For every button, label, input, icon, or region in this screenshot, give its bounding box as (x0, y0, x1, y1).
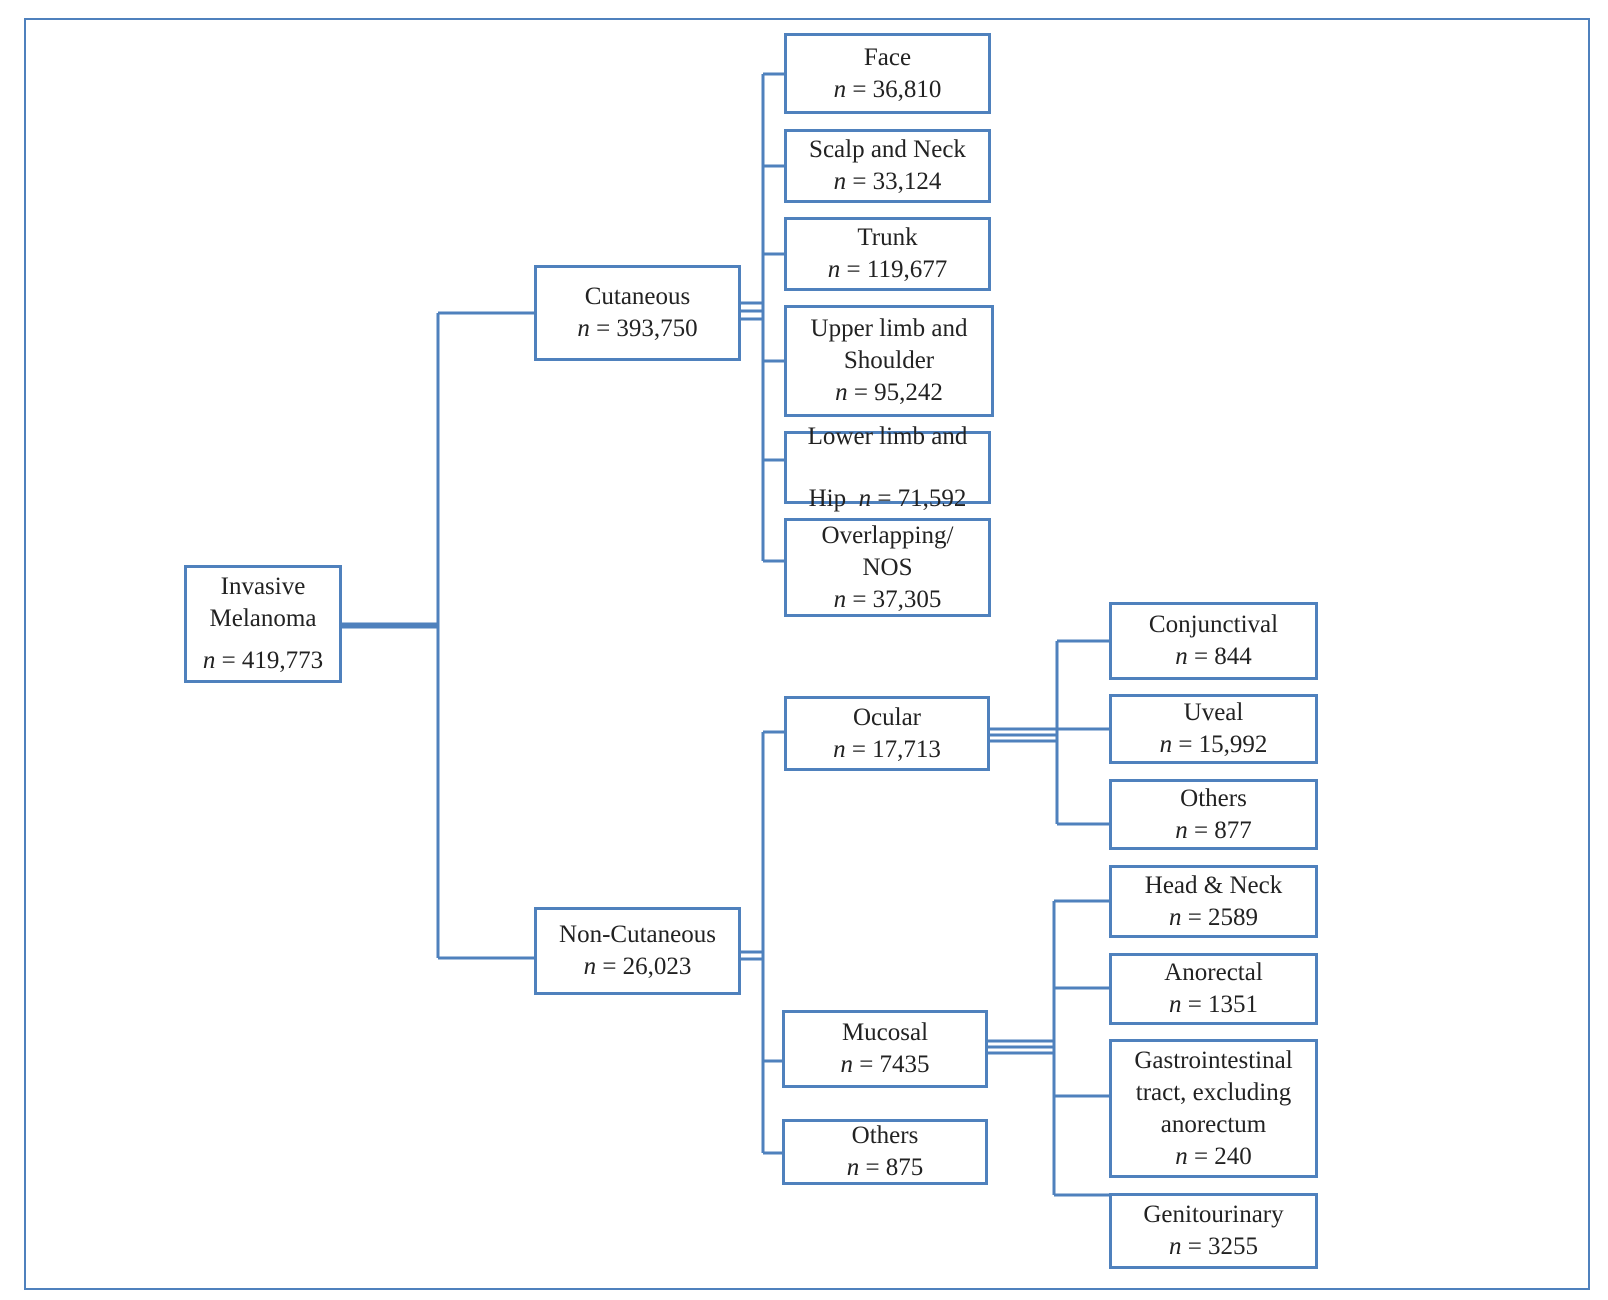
node-count: n = 419,773 (202, 647, 324, 674)
node-others-ocular: Others n = 877 (1109, 779, 1318, 850)
node-count: n = 119,677 (827, 256, 948, 283)
node-label: Lower limb and Hip n = 71,592 (808, 390, 968, 545)
n-symbol: n (833, 735, 846, 763)
node-non-cutaneous: Non-Cutaneous n = 26,023 (534, 907, 741, 995)
n-symbol: n (827, 256, 841, 283)
n-symbol: n (1168, 991, 1182, 1018)
node-upper-limb-and-shoulder: Upper limb and Shoulder n = 95,242 (784, 305, 994, 417)
node-label: Invasive Melanoma (209, 573, 317, 632)
node-label: Ocular (852, 703, 922, 731)
n-symbol: n (583, 953, 597, 980)
n-symbol: n (833, 75, 847, 103)
node-anorectal: Anorectal n = 1351 (1109, 953, 1318, 1025)
node-scalp-and-neck: Scalp and Neck n = 33,124 (784, 129, 991, 203)
node-count: n = 36,810 (833, 75, 942, 103)
node-label: Scalp and Neck (809, 136, 966, 163)
node-count: n = 15,992 (1159, 731, 1268, 758)
node-conjunctival: Conjunctival n = 844 (1109, 602, 1318, 680)
n-symbol: n (577, 315, 590, 342)
node-others-noncutaneous: Others n = 875 (782, 1119, 988, 1185)
node-count: n = 844 (1175, 643, 1252, 670)
node-face: Face n = 36,810 (784, 33, 991, 114)
node-count: n = 240 (1175, 1142, 1252, 1170)
node-label: Head & Neck (1144, 871, 1283, 899)
node-invasive-melanoma: Invasive Melanoma n = 419,773 (184, 565, 342, 683)
node-label: Uveal (1183, 699, 1244, 726)
node-label: Face (863, 43, 912, 71)
n-symbol: n (833, 585, 847, 613)
node-label: Genitourinary (1143, 1201, 1284, 1228)
n-symbol: n (1159, 731, 1173, 758)
node-count: n = 37,305 (833, 585, 942, 613)
n-symbol: n (1175, 643, 1188, 670)
node-overlapping-nos: Overlapping/ NOS n = 37,305 (784, 518, 991, 617)
node-label-line-1: Lower limb and (807, 423, 968, 450)
node-label: Non-Cutaneous (559, 921, 716, 948)
node-count: n = 393,750 (577, 315, 698, 342)
node-genitourinary: Genitourinary n = 3255 (1109, 1193, 1318, 1269)
node-label: Overlapping/ NOS (821, 521, 954, 581)
node-label: Mucosal (841, 1019, 929, 1046)
node-count: n = 2589 (1168, 903, 1259, 931)
node-uveal: Uveal n = 15,992 (1109, 694, 1318, 764)
n-symbol: n (835, 379, 848, 406)
n-symbol: n (1175, 816, 1188, 844)
node-cutaneous: Cutaneous n = 393,750 (534, 265, 741, 361)
node-count: n = 17,713 (833, 735, 941, 763)
node-label: Anorectal (1164, 959, 1263, 986)
node-count: n = 875 (846, 1154, 924, 1181)
figure-frame (24, 18, 1590, 1290)
node-lower-limb-and-hip: Lower limb and Hip n = 71,592 (784, 423, 991, 512)
node-label: Trunk (857, 224, 918, 251)
node-count: n = 1351 (1168, 991, 1259, 1018)
node-count: n = 95,242 (835, 379, 943, 406)
n-symbol: n (840, 1051, 853, 1078)
n-symbol: n (846, 1154, 860, 1181)
node-gastrointestinal: Gastrointestinal tract, excluding anorec… (1109, 1039, 1318, 1178)
n-symbol: n (1175, 1142, 1188, 1170)
n-symbol: n (833, 168, 847, 195)
node-count: n = 3255 (1168, 1233, 1259, 1260)
node-head-and-neck: Head & Neck n = 2589 (1109, 865, 1318, 938)
node-count: n = 877 (1175, 816, 1252, 844)
n-symbol: n (1168, 903, 1182, 931)
n-symbol: n (1168, 1233, 1182, 1260)
node-mucosal: Mucosal n = 7435 (782, 1010, 988, 1088)
node-count: n = 7435 (840, 1051, 930, 1078)
node-label: Others (1180, 784, 1247, 812)
node-label: Upper limb and Shoulder (810, 315, 968, 374)
node-label-line-2: Hip n = 71,592 (808, 485, 967, 512)
node-count: n = 33,124 (833, 168, 942, 195)
node-label: Others (851, 1122, 919, 1149)
n-symbol: n (202, 647, 216, 674)
node-trunk: Trunk n = 119,677 (784, 217, 991, 291)
node-label: Cutaneous (584, 283, 691, 310)
node-label: Conjunctival (1148, 611, 1279, 638)
node-ocular: Ocular n = 17,713 (784, 696, 990, 771)
node-label: Gastrointestinal tract, excluding anorec… (1134, 1046, 1293, 1138)
node-count: n = 26,023 (583, 953, 692, 980)
